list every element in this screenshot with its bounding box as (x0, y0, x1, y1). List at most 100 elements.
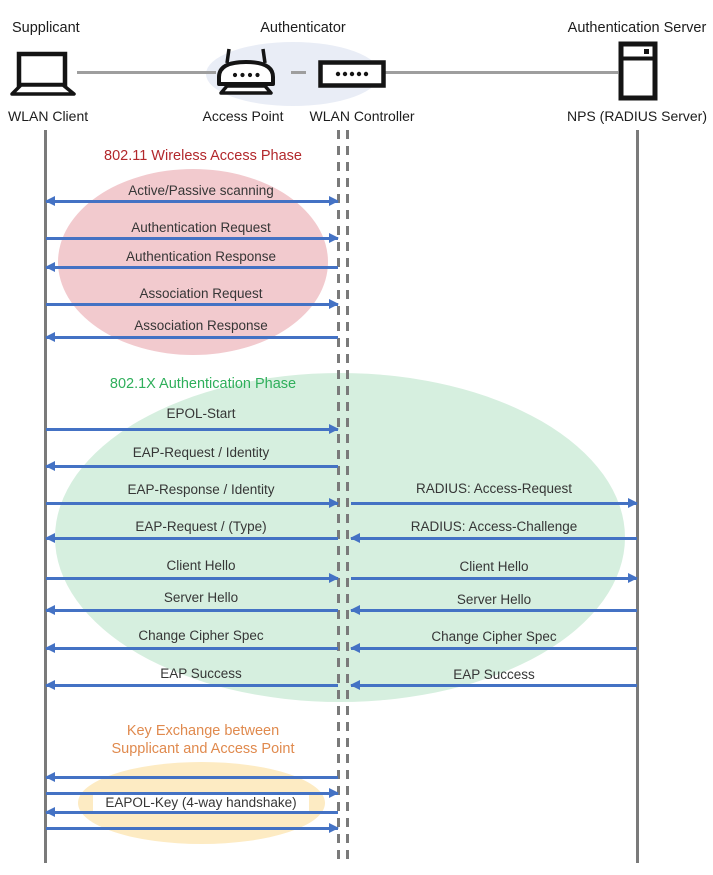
message-arrow (45, 642, 338, 653)
arrowhead-left-icon (45, 604, 55, 615)
arrowhead-right-icon (329, 572, 339, 583)
message-arrow (45, 532, 338, 543)
arrowhead-left-icon (45, 195, 55, 206)
role-supplicant: Supplicant (12, 20, 80, 36)
message-arrow (46, 423, 339, 434)
arrowhead-left-icon (45, 261, 55, 272)
role-authentication-server: Authentication Server (567, 20, 707, 36)
arrowhead-left-icon (45, 679, 55, 690)
message-label: EAP Success (453, 667, 535, 682)
message-arrow (45, 679, 338, 690)
arrow-line (46, 428, 338, 431)
message-label: EPOL-Start (166, 406, 236, 421)
arrowhead-left-icon (350, 679, 360, 690)
message-arrow (45, 604, 338, 615)
message-arrow (350, 604, 637, 615)
message-arrow (45, 195, 339, 206)
connector-client-ap (77, 71, 216, 74)
message-arrow (45, 331, 338, 342)
arrowhead-left-icon (45, 806, 55, 817)
arrow-line (351, 502, 637, 505)
arrow-line (46, 465, 338, 468)
arrowhead-left-icon (350, 642, 360, 653)
arrow-line (46, 827, 338, 830)
access-point-icon (214, 47, 278, 101)
arrow-line (351, 537, 637, 540)
message-arrow (46, 822, 339, 833)
connector-ap-wlc-dash (291, 71, 306, 74)
arrow-line (46, 502, 338, 505)
arrow-line (46, 792, 338, 795)
arrow-line (351, 684, 637, 687)
supplicant-lifeline (44, 130, 47, 863)
device-label-wlan-controller: WLAN Controller (309, 108, 415, 124)
arrow-line (46, 647, 338, 650)
message-arrow (350, 679, 637, 690)
device-label-access-point: Access Point (202, 108, 284, 124)
message-label: Association Response (134, 318, 268, 333)
arrowhead-right-icon (628, 497, 638, 508)
arrow-line (46, 200, 338, 203)
message-label: Authentication Response (125, 249, 277, 264)
arrowhead-left-icon (45, 331, 55, 342)
message-arrow (46, 298, 339, 309)
message-arrow (45, 261, 338, 272)
message-label: Authentication Request (131, 220, 271, 235)
arrow-line (46, 336, 338, 339)
arrowhead-right-icon (329, 787, 339, 798)
message-arrow (46, 572, 339, 583)
wlan-controller-lifeline-left (337, 130, 340, 863)
arrowhead-left-icon (45, 771, 55, 782)
message-arrow (45, 806, 338, 817)
phase-title-wireless-access: 802.11 Wireless Access Phase (104, 148, 302, 164)
message-label: EAP-Request / Identity (132, 445, 270, 460)
arrow-line (46, 811, 338, 814)
device-label-nps-radius-server: NPS (RADIUS Server) (566, 108, 708, 124)
laptop-icon (10, 50, 76, 103)
message-label: Active/Passive scanning (128, 183, 274, 198)
arrowhead-left-icon (45, 642, 55, 653)
server-lifeline (636, 130, 639, 863)
arrowhead-left-icon (350, 604, 360, 615)
arrow-line (46, 684, 338, 687)
device-label-wlan-client: WLAN Client (8, 108, 89, 124)
server-icon (618, 41, 658, 106)
message-label: EAPOL-Key (4-way handshake) (66, 794, 336, 812)
arrowhead-right-icon (329, 195, 339, 206)
arrowhead-left-icon (45, 460, 55, 471)
connector-wlc-server (385, 71, 618, 74)
arrow-line (46, 537, 338, 540)
arrowhead-right-icon (329, 497, 339, 508)
message-arrow (45, 771, 338, 782)
wlan-controller-icon (318, 60, 386, 93)
arrow-line (351, 577, 637, 580)
arrow-line (46, 577, 338, 580)
message-label: Association Request (139, 286, 263, 301)
arrow-line (46, 776, 338, 779)
message-arrow (46, 497, 339, 508)
message-label: Client Hello (459, 559, 529, 574)
arrow-line (46, 303, 338, 306)
arrow-line (46, 609, 338, 612)
arrowhead-right-icon (628, 572, 638, 583)
message-label: EAP-Response / Identity (127, 482, 275, 497)
arrowhead-left-icon (45, 532, 55, 543)
message-arrow (46, 787, 339, 798)
message-label: EAP-Request / (Type) (135, 519, 267, 534)
arrowhead-left-icon (350, 532, 360, 543)
message-arrow (45, 460, 338, 471)
message-arrow (46, 232, 339, 243)
arrowhead-right-icon (329, 298, 339, 309)
message-label: Server Hello (456, 592, 532, 607)
message-arrow (351, 497, 638, 508)
message-label: Change Cipher Spec (138, 628, 264, 643)
arrow-line (46, 237, 338, 240)
message-label-text: EAPOL-Key (4-way handshake) (93, 794, 309, 812)
message-label: Server Hello (163, 590, 239, 605)
arrow-line (46, 266, 338, 269)
message-arrow (351, 572, 638, 583)
message-arrow (350, 642, 637, 653)
message-label: RADIUS: Access-Challenge (410, 519, 578, 534)
message-label: EAP Success (160, 666, 242, 681)
phase-title-key-exchange: Key Exchange between Supplicant and Acce… (111, 723, 295, 757)
